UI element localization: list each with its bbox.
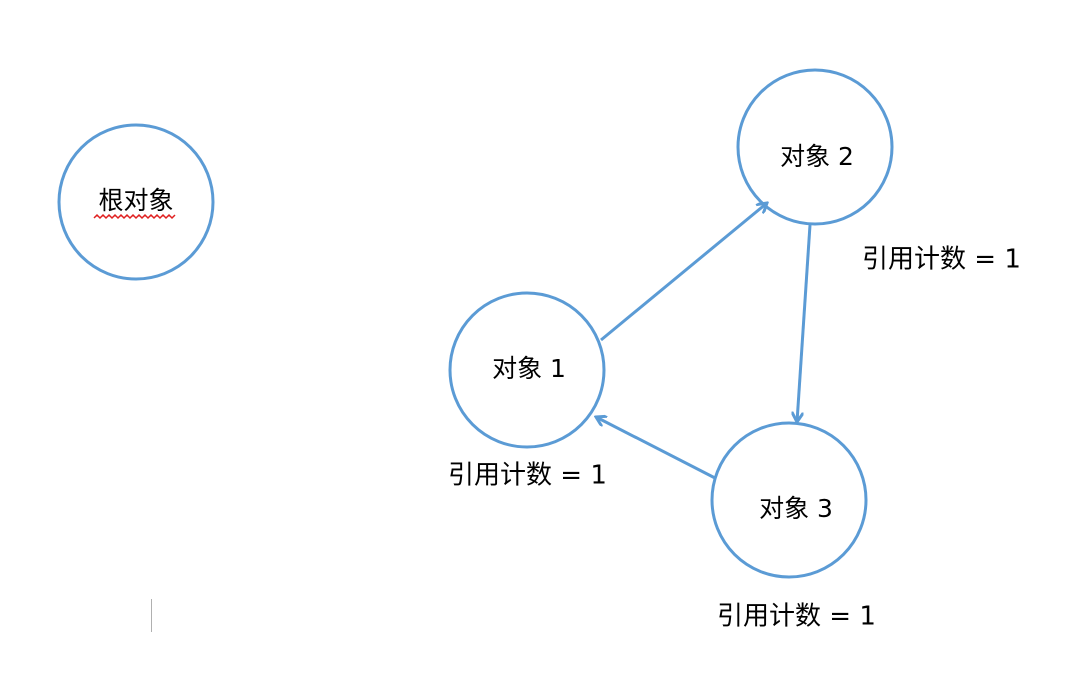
node-label: 对象 2: [780, 142, 854, 171]
obj1-ref-count: 引用计数 = 1: [448, 461, 607, 491]
node-label: 根对象: [98, 186, 173, 215]
obj2-ref-count: 引用计数 = 1: [862, 245, 1021, 275]
edge-obj2-to-obj3: [797, 224, 812, 422]
spellcheck-underline: [93, 213, 176, 220]
node-obj1: 对象 1: [448, 291, 606, 449]
edge-obj3-to-obj1: [596, 417, 716, 480]
node-label: 对象 3: [759, 494, 833, 523]
node-obj2: 对象 2: [736, 68, 894, 226]
node-label: 对象 1: [492, 354, 566, 383]
edge-obj1-to-obj2: [600, 203, 767, 342]
node-obj3: 对象 3: [710, 421, 868, 579]
obj2-circle: [736, 68, 894, 226]
node-root: 根对象: [57, 123, 215, 281]
obj1-circle: [448, 291, 606, 449]
root-circle: [57, 123, 215, 281]
obj3-ref-count: 引用计数 = 1: [717, 602, 876, 632]
obj3-circle: [710, 421, 868, 579]
text-cursor: [151, 599, 152, 632]
